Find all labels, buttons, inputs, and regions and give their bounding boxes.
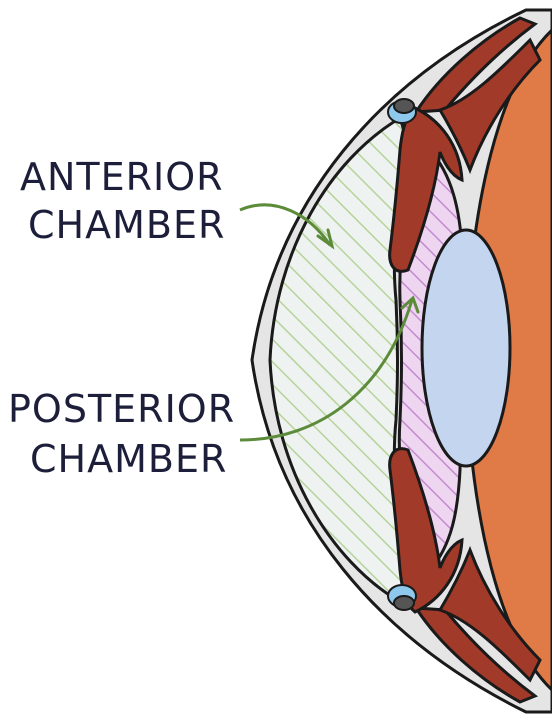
posterior-label-line2: CHAMBER — [30, 437, 227, 481]
ciliary-process-bottom — [437, 545, 542, 683]
lens — [420, 228, 512, 468]
anterior-label-line2: CHAMBER — [28, 203, 225, 247]
ciliary-process-top — [437, 37, 542, 175]
anterior-chamber-arrow — [239, 203, 332, 246]
posterior-chamber-arrowhead — [400, 295, 420, 314]
anterior-chamber — [268, 115, 412, 605]
posterior-label-line1: POSTERIOR — [8, 387, 235, 431]
schlemm-canal-top — [393, 98, 415, 114]
anterior-label-line1: ANTERIOR — [20, 155, 224, 199]
iris-top — [388, 106, 464, 273]
iris-bottom — [388, 447, 464, 614]
schlemm-canal-bottom — [393, 595, 415, 611]
anterior-chamber-arrowhead — [316, 228, 335, 250]
posterior-chamber-arrow — [239, 299, 414, 442]
